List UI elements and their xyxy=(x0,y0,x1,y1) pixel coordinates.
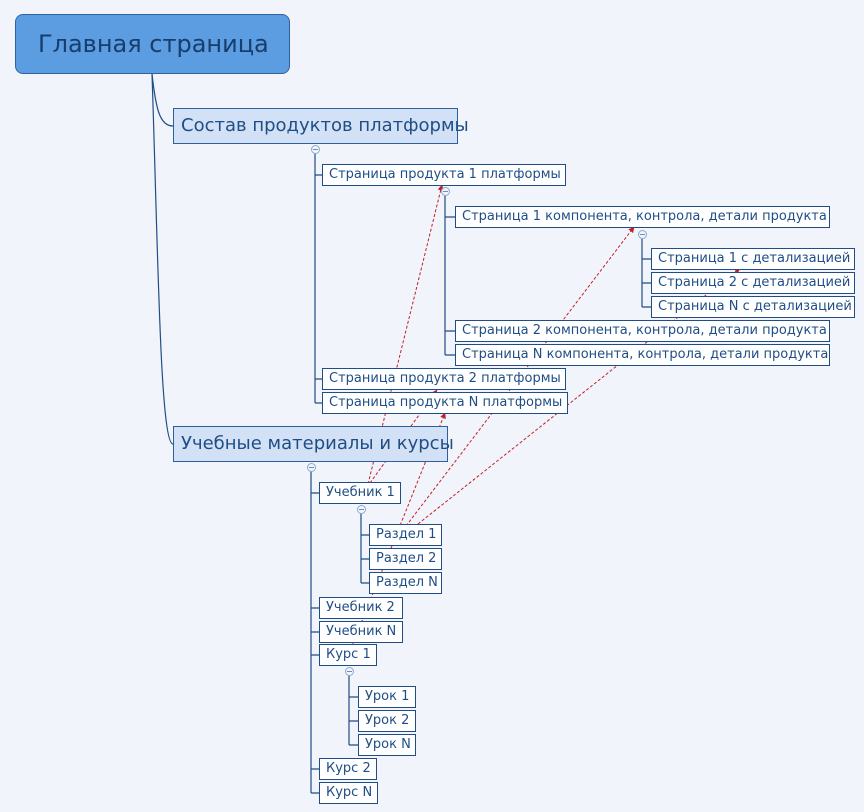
node-label: Страница N компонента, контрола, детали … xyxy=(462,347,829,362)
node-lesson-2[interactable]: Урок 2 xyxy=(358,710,416,732)
node-section-n[interactable]: Раздел N xyxy=(369,572,442,594)
node-label: Раздел 1 xyxy=(376,527,437,542)
node-label: Страница 1 с детализацией xyxy=(658,251,851,266)
node-course-n[interactable]: Курс N xyxy=(319,782,378,804)
node-label: Страница N с детализацией xyxy=(658,299,852,314)
node-detail-2[interactable]: Страница 2 с детализацией xyxy=(651,272,855,294)
relation-section1-component1 xyxy=(405,226,635,527)
root-node-main-page[interactable]: Главная страница xyxy=(15,14,290,74)
node-section-1[interactable]: Раздел 1 xyxy=(369,524,442,546)
node-label: Учебник 2 xyxy=(326,600,395,615)
node-label: Урок 1 xyxy=(365,689,410,704)
node-label: Страница 2 компонента, контрола, детали … xyxy=(462,323,827,338)
node-component-n[interactable]: Страница N компонента, контрола, детали … xyxy=(455,344,830,366)
node-label: Урок 2 xyxy=(365,713,410,728)
node-detail-n[interactable]: Страница N с детализацией xyxy=(651,296,855,318)
node-component-2[interactable]: Страница 2 компонента, контрола, детали … xyxy=(455,320,830,342)
node-component-1[interactable]: Страница 1 компонента, контрола, детали … xyxy=(455,206,830,228)
collapse-toggle-icon[interactable] xyxy=(345,667,354,676)
node-section-2[interactable]: Раздел 2 xyxy=(369,548,442,570)
link-root-learning xyxy=(151,73,174,445)
node-label: Страница 2 с детализацией xyxy=(658,275,851,290)
node-course-2[interactable]: Курс 2 xyxy=(319,758,377,780)
node-textbook-n[interactable]: Учебник N xyxy=(319,621,403,643)
collapse-toggle-icon[interactable] xyxy=(311,145,320,154)
node-product-2[interactable]: Страница продукта 2 платформы xyxy=(322,368,566,390)
node-textbook-1[interactable]: Учебник 1 xyxy=(319,482,401,504)
collapse-toggle-icon[interactable] xyxy=(638,230,647,239)
node-lesson-n[interactable]: Урок N xyxy=(358,734,416,756)
node-product-1[interactable]: Страница продукта 1 платформы xyxy=(322,164,566,186)
node-label: Страница продукта N платформы xyxy=(329,395,563,410)
node-label: Страница 1 компонента, контрола, детали … xyxy=(462,209,827,224)
node-course-1[interactable]: Курс 1 xyxy=(319,644,377,666)
node-detail-1[interactable]: Страница 1 с детализацией xyxy=(651,248,855,270)
collapse-toggle-icon[interactable] xyxy=(441,187,450,196)
node-lesson-1[interactable]: Урок 1 xyxy=(358,686,416,708)
node-label: Страница продукта 2 платформы xyxy=(329,371,561,386)
node-label: Учебные материалы и курсы xyxy=(181,433,454,454)
node-label: Курс N xyxy=(326,785,373,800)
node-platform-products[interactable]: Состав продуктов платформы xyxy=(173,108,469,144)
node-label: Курс 1 xyxy=(326,647,371,662)
node-label: Учебник N xyxy=(326,624,397,639)
node-label: Урок N xyxy=(365,737,411,752)
node-label: Страница продукта 1 платформы xyxy=(329,167,561,182)
collapse-toggle-icon[interactable] xyxy=(307,463,316,472)
root-node-label: Главная страница xyxy=(38,30,269,58)
node-learning-materials[interactable]: Учебные материалы и курсы xyxy=(173,426,454,462)
node-label: Учебник 1 xyxy=(326,485,395,500)
link-root-platform xyxy=(151,73,174,127)
node-label: Состав продуктов платформы xyxy=(181,115,469,136)
node-label: Раздел 2 xyxy=(376,551,437,566)
node-label: Курс 2 xyxy=(326,761,371,776)
node-product-n[interactable]: Страница продукта N платформы xyxy=(322,392,568,414)
collapse-toggle-icon[interactable] xyxy=(357,505,366,514)
node-label: Раздел N xyxy=(376,575,438,590)
node-textbook-2[interactable]: Учебник 2 xyxy=(319,597,403,619)
